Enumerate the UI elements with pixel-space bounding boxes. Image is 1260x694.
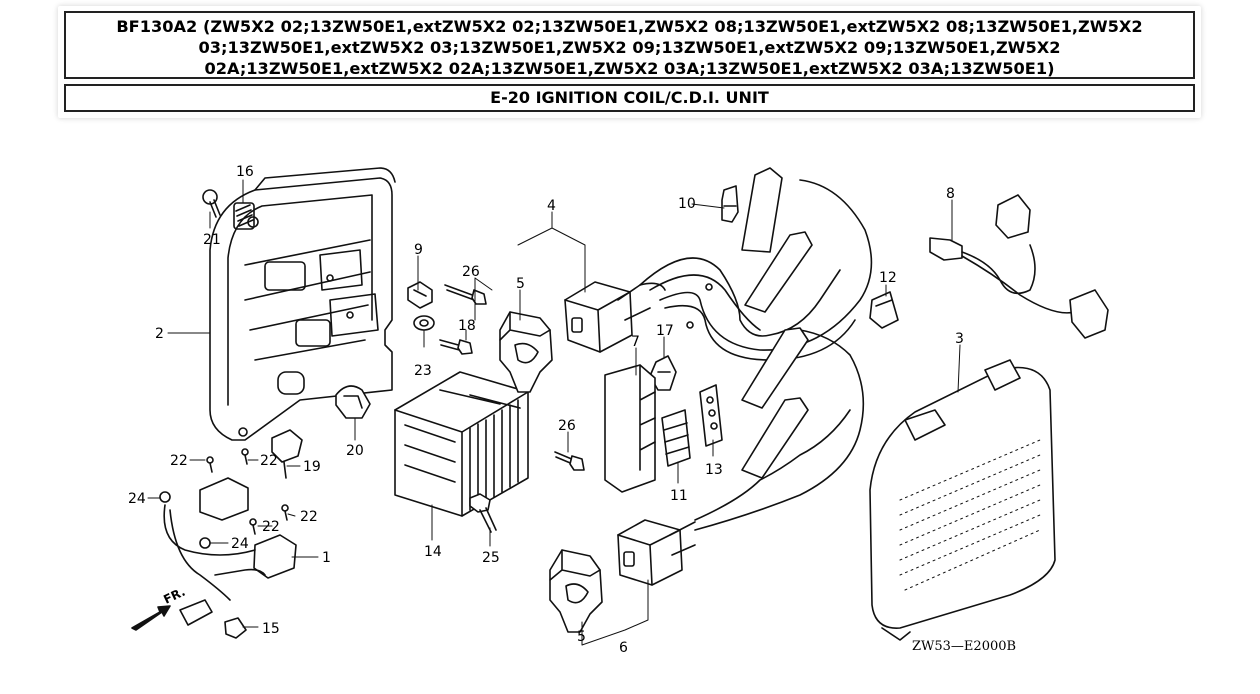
callout-3: 3 [955, 331, 964, 347]
callout-8: 8 [946, 186, 955, 202]
callout-7: 7 [631, 334, 640, 350]
screw-part-21[interactable] [202, 189, 221, 218]
screws-part-22[interactable] [206, 448, 289, 535]
callout-1: 1 [322, 550, 331, 566]
callout-22-b: 22 [260, 453, 278, 469]
clip-part-9[interactable] [407, 281, 433, 309]
callout-21: 21 [203, 232, 221, 248]
callout-22-c: 22 [300, 509, 318, 525]
grommet-part-13[interactable] [699, 384, 723, 447]
callout-18: 18 [458, 318, 476, 334]
callout-14: 14 [424, 544, 442, 560]
ignition-coil-part-4[interactable] [564, 281, 666, 353]
spring-part-16[interactable] [233, 202, 255, 230]
callout-16: 16 [236, 164, 254, 180]
front-arrow-icon: FR. [131, 585, 187, 631]
callout-4: 4 [547, 198, 556, 214]
callout-5-lower: 5 [577, 629, 586, 645]
grommet-part-11[interactable] [661, 409, 691, 467]
drawing-code: ZW53—E2000B [912, 639, 1016, 654]
callout-20: 20 [346, 443, 364, 459]
callout-11: 11 [670, 488, 688, 504]
callout-15: 15 [262, 621, 280, 637]
coil-bracket-part-5-lower[interactable] [549, 549, 603, 633]
wire-harness-part-8[interactable] [929, 194, 1109, 339]
callout-13: 13 [705, 462, 723, 478]
coil-bracket-part-5-upper[interactable] [499, 311, 553, 393]
callout-12: 12 [879, 270, 897, 286]
callout-26-upper: 26 [462, 264, 480, 280]
bolt-part-26-lower[interactable] [554, 451, 585, 471]
clamp-part-15[interactable] [224, 617, 247, 639]
callout-25: 25 [482, 550, 500, 566]
leader-lines [147, 179, 961, 646]
callout-24-b: 24 [231, 536, 249, 552]
bracket-part-19[interactable] [271, 429, 303, 479]
callout-10: 10 [678, 196, 696, 212]
cdi-unit-part-14[interactable] [394, 371, 529, 517]
washer-part-23[interactable] [413, 315, 435, 331]
ignition-coil-part-6[interactable] [617, 519, 696, 586]
callout-22-d: 22 [262, 519, 280, 535]
callout-5-upper: 5 [516, 276, 525, 292]
bolt-part-18[interactable] [439, 339, 473, 355]
callout-22-a: 22 [170, 453, 188, 469]
callout-17: 17 [656, 323, 674, 339]
front-label: FR. [161, 585, 187, 607]
callout-2: 2 [155, 326, 164, 342]
model-title-line-1: BF130A2 (ZW5X2 02;13ZW50E1,extZW5X2 02;1… [116, 17, 1143, 36]
bolt-part-25[interactable] [469, 493, 497, 533]
callout-19: 19 [303, 459, 321, 475]
model-title-line-3: 02A;13ZW50E1,extZW5X2 02A;13ZW50E1,ZW5X2… [204, 59, 1055, 78]
bolt-part-26-upper[interactable] [444, 284, 487, 305]
bolts-part-24[interactable] [159, 491, 211, 549]
mounting-plate-part-2[interactable] [209, 167, 396, 441]
callout-23: 23 [414, 363, 432, 379]
model-title-box: BF130A2 (ZW5X2 02;13ZW50E1,extZW5X2 02;1… [64, 11, 1195, 79]
sub-harness-part-1[interactable] [163, 477, 297, 626]
model-title-line-2: 03;13ZW50E1,extZW5X2 03;13ZW50E1,ZW5X2 0… [198, 38, 1061, 57]
clip-part-12[interactable] [869, 291, 899, 329]
callout-9: 9 [414, 242, 423, 258]
coil-cover-part-3[interactable] [869, 359, 1056, 641]
callout-24-a: 24 [128, 491, 146, 507]
cable-guide-part-7[interactable] [604, 364, 656, 493]
callout-26-lower: 26 [558, 418, 576, 434]
callout-6: 6 [619, 640, 628, 656]
ignition-cables[interactable] [639, 167, 873, 531]
section-title: E-20 IGNITION COIL/C.D.I. UNIT [64, 84, 1195, 112]
clamp-part-20[interactable] [335, 385, 371, 419]
cable-clip-part-10[interactable] [721, 185, 739, 223]
